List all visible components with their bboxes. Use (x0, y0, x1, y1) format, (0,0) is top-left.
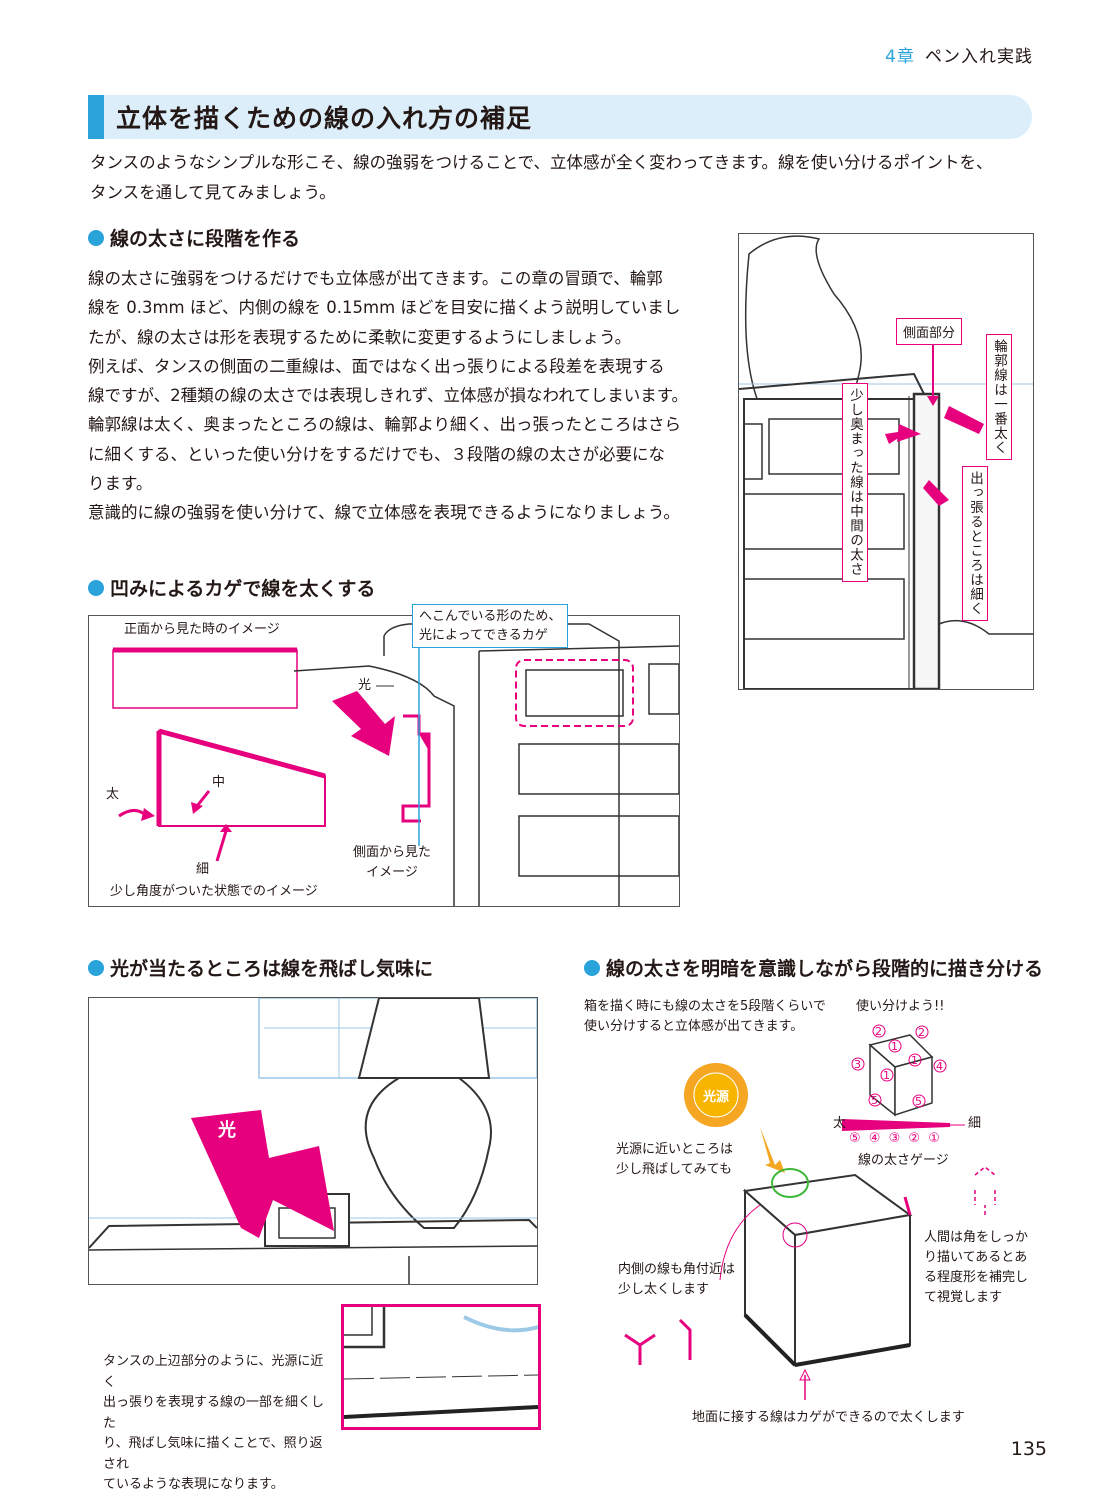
s3-caption-line: 出っ張りを表現する線の一部を細くした (103, 1395, 325, 1431)
section2-heading: 凹みによるカゲで線を太くする (88, 574, 375, 601)
svg-text:5: 5 (871, 1094, 878, 1107)
gauge-num: ① (928, 1131, 942, 1146)
human-line: て視覚します (924, 1290, 1003, 1305)
s1-line: 例えば、タンスの側面の二重線は、面ではなく出っ張りによる段差を表現する (88, 356, 665, 376)
label-recess-shadow-2: 光によってできるカゲ (419, 628, 548, 643)
section2-heading-text: 凹みによるカゲで線を太くする (110, 578, 376, 600)
svg-text:2: 2 (918, 1026, 925, 1039)
section3-caption: タンスの上辺部分のように、光源に近く 出っ張りを表現する線の一部を細くした り、… (103, 1352, 335, 1496)
s1-line: 輪郭線は太く、奥まったところの線は、輪郭より細く、出っ張ったところはさら (88, 415, 682, 435)
label-mid: 中 (212, 775, 226, 790)
gauge-num: ④ (868, 1131, 883, 1146)
gauge-num: ③ (888, 1131, 903, 1146)
s1-line: ります。 (88, 474, 153, 494)
label-outline-thickest: 輪郭線は一番太く (986, 334, 1012, 460)
page-title: 立体を描くための線の入れ方の補足 (116, 104, 533, 133)
dresser-drawing (739, 235, 1033, 689)
label-recess-medium: 少し奥まった線は中間の太さ (842, 383, 868, 582)
label-gauge-thick: 太 (833, 1116, 847, 1131)
bullet-icon (88, 960, 104, 976)
box-diagram: 2 2 1 1 3 4 1 5 5 (624, 1024, 996, 1400)
page-title-bar: 立体を描くための線の入れ方の補足 (88, 95, 1032, 139)
label-angled-view: 少し角度がついた状態でのイメージ (110, 884, 318, 899)
s1-line: 線ですが、2種類の線の太さでは表現しきれず、立体感が損なわれてしまいます。 (88, 386, 689, 406)
svg-text:2: 2 (875, 1025, 882, 1038)
section4-heading-text: 線の太さを明暗を意識しながら段階的に描き分ける (606, 958, 1044, 980)
label-side-part: 側面部分 (896, 318, 963, 345)
chapter-title: ペン入れ実践 (925, 47, 1033, 67)
label-side-view-1: 側面から見た (352, 845, 431, 860)
svg-text:1: 1 (883, 1069, 890, 1082)
label-recess-shadow: へこんでいる形のため、 光によってできるカゲ (412, 604, 569, 648)
label-recess-shadow-1: へこんでいる形のため、 (419, 609, 562, 624)
page-number: 135 (1010, 1438, 1047, 1460)
inner-line: 内側の線も角付近は (618, 1262, 736, 1277)
label-light-source: 光源 (703, 1090, 730, 1105)
section4-heading: 線の太さを明暗を意識しながら段階的に描き分ける (584, 954, 1043, 981)
closeup-drawing (344, 1307, 538, 1419)
label-thick: 太 (106, 787, 120, 802)
svg-text:5: 5 (915, 1095, 922, 1108)
intro-line-1: タンスのようなシンプルな形こそ、線の強弱をつけることで、立体感が全く変わってきま… (90, 153, 993, 172)
dresser-side-illustration (738, 233, 1034, 690)
human-line: り描いてあるとあ (924, 1250, 1028, 1265)
lamp-illustration (88, 997, 538, 1285)
near-light-line: 少し飛ばしてみても (616, 1162, 732, 1177)
section3-heading-text: 光が当たるところは線を飛ばし気味に (110, 958, 434, 980)
s1-line: たが、線の太さは形を表現するために柔軟に変更するようにしましょう。 (88, 327, 632, 347)
s1-line: 線を 0.3mm ほど、内側の線を 0.15mm ほどを目安に描くよう説明してい… (88, 298, 681, 318)
svg-text:4: 4 (936, 1060, 943, 1073)
label-human-perception: 人間は角をしっか り描いてあるとあ る程度形を補完し て視覚します (924, 1228, 1028, 1308)
section1-heading: 線の太さに段階を作る (88, 224, 300, 251)
label-light-arrow: 光 (218, 1120, 236, 1141)
lamp-drawing (89, 998, 537, 1284)
s3-caption-line: タンスの上辺部分のように、光源に近く (103, 1354, 324, 1390)
closeup-illustration (341, 1304, 541, 1430)
near-light-line: 光源に近いところは (616, 1142, 734, 1157)
gauge-numbers: ⑤ ④ ③ ② ① (849, 1129, 942, 1149)
s3-caption-line: り、飛ばし気味に描くことで、照り返され (103, 1436, 323, 1472)
label-ground: 地面に接する線はカゲができるので太くします (692, 1410, 965, 1425)
label-inner-lines: 内側の線も角付近は 少し太くします (618, 1260, 735, 1300)
label-near-light: 光源に近いところは 少し飛ばしてみても (616, 1140, 733, 1180)
svg-text:1: 1 (891, 1040, 898, 1053)
human-line: る程度形を補完し (924, 1270, 1029, 1285)
section3-heading: 光が当たるところは線を飛ばし気味に (88, 954, 433, 981)
label-front-view: 正面から見た時のイメージ (124, 622, 280, 637)
svg-text:1: 1 (911, 1054, 918, 1067)
s4-intro-line: 箱を描く時にも線の太さを5段階くらいで (584, 999, 826, 1014)
bullet-icon (584, 960, 600, 976)
gauge-num: ⑤ (849, 1131, 863, 1146)
intro-text: タンスのようなシンプルな形こそ、線の強弱をつけることで、立体感が全く変わってきま… (90, 148, 1035, 208)
chapter-header: 4章ペン入れ実践 (885, 42, 1033, 67)
label-gauge: 線の太さゲージ (858, 1153, 949, 1168)
s4-intro-line: 使い分けすると立体感が出てきます。 (584, 1019, 804, 1034)
bullet-icon (88, 230, 104, 246)
label-light: 光 (358, 678, 372, 693)
s1-line: に細くする、といった使い分けをするだけでも、３段階の線の太さが必要にな (88, 444, 666, 464)
gauge-num: ② (908, 1131, 923, 1146)
human-line: 人間は角をしっか (924, 1230, 1029, 1245)
label-protrude-thin: 出っ張るところは細く (962, 466, 988, 621)
section1-heading-text: 線の太さに段階を作る (110, 228, 301, 250)
intro-line-2: タンスを通して見てみましょう。 (90, 183, 336, 202)
chapter-number: 4章 (885, 47, 915, 67)
bullet-icon (88, 580, 104, 596)
svg-text:3: 3 (854, 1058, 861, 1071)
label-side-view: 側面から見た イメージ (352, 843, 432, 883)
label-thin: 細 (196, 862, 210, 877)
title-accent (88, 95, 104, 139)
label-gauge-thin: 細 (968, 1116, 982, 1131)
section4-intro: 箱を描く時にも線の太さを5段階くらいで 使い分けすると立体感が出てきます。 (584, 997, 826, 1037)
label-use-them: 使い分けよう!! (856, 999, 945, 1014)
s1-line: 線の太さに強弱をつけるだけでも立体感が出てきます。この章の冒頭で、輪郭 (88, 269, 663, 288)
section1-body: 線の太さに強弱をつけるだけでも立体感が出てきます。この章の冒頭で、輪郭 線を 0… (88, 264, 708, 528)
s3-caption-line: ているような表現になります。 (103, 1477, 284, 1492)
s1-line: 意識的に線の強弱を使い分けて、線で立体感を表現できるようになりましょう。 (88, 503, 680, 523)
label-side-view-2: イメージ (366, 865, 418, 880)
inner-line: 少し太くします (618, 1282, 710, 1297)
